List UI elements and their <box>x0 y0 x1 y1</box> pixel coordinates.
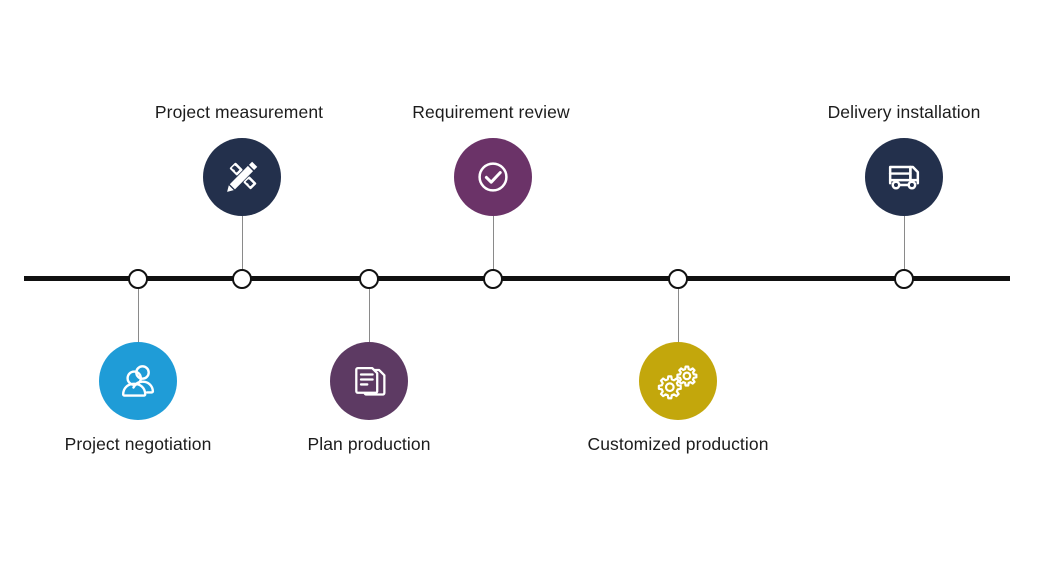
timeline-node-customized-production[interactable] <box>668 269 688 289</box>
stem-project-measurement <box>242 216 243 279</box>
check-circle-icon <box>471 155 515 199</box>
timeline-node-requirement-review[interactable] <box>483 269 503 289</box>
stem-plan-production <box>369 279 370 343</box>
documents-icon <box>348 360 390 402</box>
stem-project-negotiation <box>138 279 139 343</box>
stem-delivery-installation <box>904 216 905 279</box>
timeline-node-project-measurement[interactable] <box>232 269 252 289</box>
step-label-customized-production: Customized production <box>587 434 769 454</box>
timeline-node-delivery-installation[interactable] <box>894 269 914 289</box>
step-label-project-measurement: Project measurement <box>154 102 324 122</box>
timeline-node-project-negotiation[interactable] <box>128 269 148 289</box>
pencil-ruler-icon <box>221 156 263 198</box>
step-label-plan-production: Plan production <box>307 434 431 454</box>
timeline-axis <box>24 276 1010 281</box>
icon-bubble-requirement-review[interactable] <box>454 138 532 216</box>
icon-bubble-plan-production[interactable] <box>330 342 408 420</box>
gears-icon <box>656 359 700 403</box>
stem-requirement-review <box>493 216 494 279</box>
step-label-requirement-review: Requirement review <box>412 102 570 122</box>
stem-customized-production <box>678 279 679 343</box>
people-group-icon <box>116 359 160 403</box>
step-label-project-negotiation: Project negotiation <box>64 434 212 454</box>
icon-bubble-customized-production[interactable] <box>639 342 717 420</box>
icon-bubble-project-negotiation[interactable] <box>99 342 177 420</box>
icon-bubble-delivery-installation[interactable] <box>865 138 943 216</box>
timeline-node-plan-production[interactable] <box>359 269 379 289</box>
icon-bubble-project-measurement[interactable] <box>203 138 281 216</box>
delivery-truck-icon <box>883 156 925 198</box>
step-label-delivery-installation: Delivery installation <box>827 102 981 122</box>
